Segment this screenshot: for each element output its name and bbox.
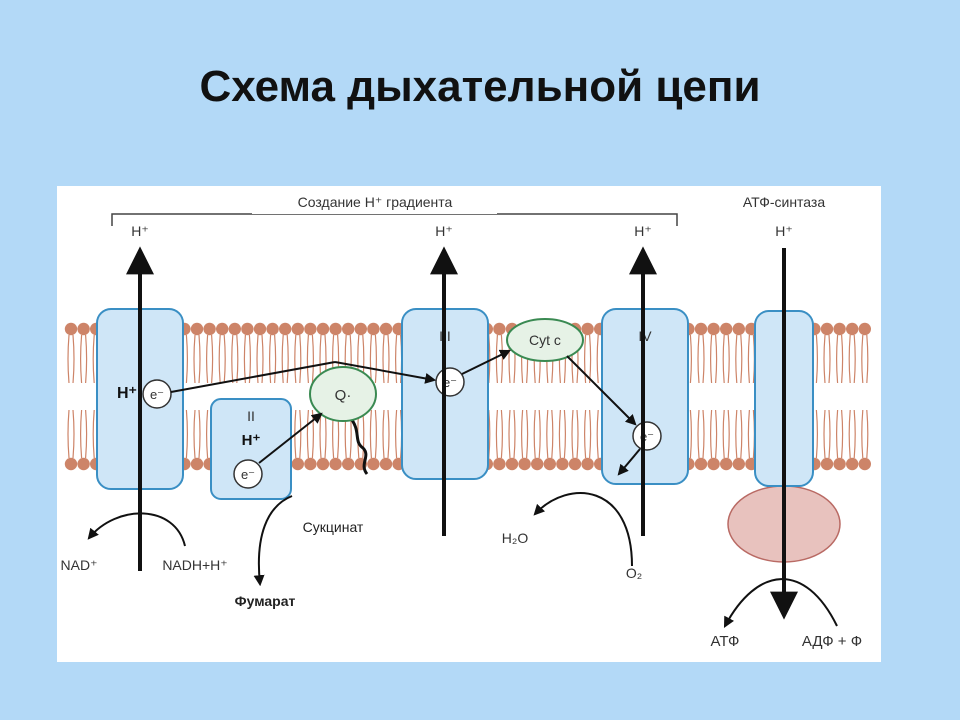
svg-text:e⁻: e⁻ — [443, 375, 457, 390]
ubiquinone-q — [309, 366, 377, 422]
electron-flow-arrows — [170, 349, 641, 476]
gradient-bracket: Создание H⁺ градиента — [111, 194, 678, 226]
proton-label-3: H⁺ — [435, 223, 453, 239]
cytc-label: Cyt c — [529, 332, 561, 348]
proton-label-1: H⁺ — [131, 223, 149, 239]
proton-label-4: H⁺ — [634, 223, 652, 239]
q-label: Q· — [335, 387, 352, 404]
respiratory-chain-diagram: Создание H⁺ градиента АТФ-синтаза H⁺ H⁺ … — [57, 186, 881, 662]
atp-synthase-label: АТФ-синтаза — [743, 194, 825, 210]
complex-ii — [210, 398, 292, 500]
complex-iv-label: IV — [638, 328, 652, 344]
electron-complex-ii: e⁻ — [233, 459, 263, 489]
electron-complex-iv: e⁻ — [632, 421, 662, 451]
adp-label: АДФ + Ф — [802, 633, 862, 650]
water-label: H₂O — [502, 530, 529, 546]
fumarate-label: Фумарат — [235, 593, 296, 609]
reaction-arrows — [87, 492, 838, 628]
electron-complex-i: e⁻ — [142, 379, 172, 409]
complex-ii-label: II — [247, 408, 255, 424]
electron-complex-iii: e⁻ — [435, 367, 465, 397]
cytochrome-c — [506, 318, 584, 362]
nad-label: NAD⁺ — [61, 557, 98, 573]
proton-label-atp: H⁺ — [775, 223, 793, 239]
gradient-label: Создание H⁺ градиента — [298, 194, 453, 210]
oxygen-label: O₂ — [626, 565, 642, 581]
complex-i-proton: H⁺ — [117, 385, 137, 402]
proton-arrows — [126, 246, 798, 620]
nadh-label: NADH+H⁺ — [162, 557, 227, 573]
q-tail — [347, 415, 369, 475]
slide-title: Схема дыхательной цепи — [199, 62, 761, 111]
svg-text:e⁻: e⁻ — [150, 387, 164, 402]
svg-text:e⁻: e⁻ — [241, 467, 255, 482]
atp-label: АТФ — [711, 633, 740, 650]
complex-ii-proton: H⁺ — [242, 432, 261, 449]
succinate-label: Сукцинат — [303, 519, 364, 535]
